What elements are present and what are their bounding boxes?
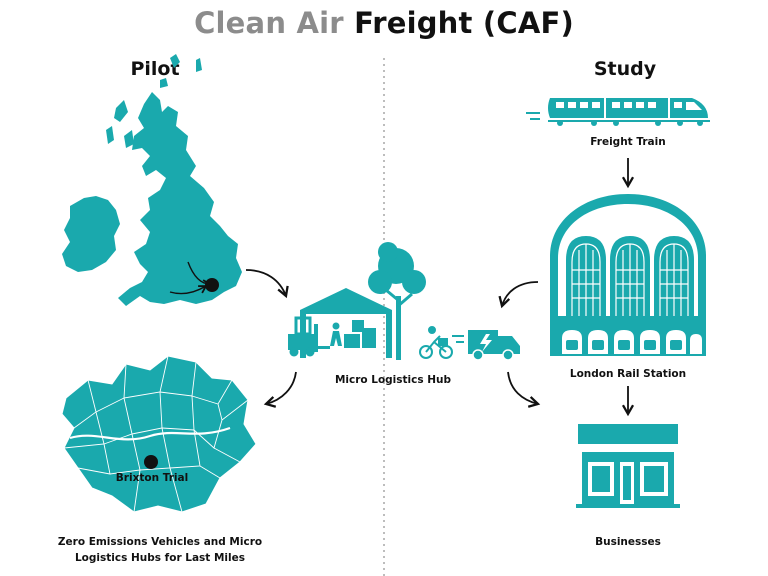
thames-river xyxy=(69,426,231,441)
worker-icon xyxy=(330,322,342,346)
businesses-label: Businesses xyxy=(595,536,661,548)
zev-caption-line-2: Logistics Hubs for Last Miles xyxy=(74,552,246,564)
train-icon xyxy=(526,98,710,126)
uk-flow-arrow-2 xyxy=(169,285,208,295)
title-part-1: Clean Air xyxy=(194,6,344,40)
london-rail-station-label: London Rail Station xyxy=(569,368,687,380)
cyclist-icon xyxy=(419,326,453,359)
page-title: Clean Air Freight (CAF) xyxy=(0,6,768,40)
station-icon xyxy=(550,194,706,356)
london-marker xyxy=(205,278,219,292)
london-map-icon xyxy=(61,355,257,513)
forklift-icon xyxy=(288,316,330,357)
brixton-marker xyxy=(144,455,158,469)
zev-caption: Zero Emissions Vehicles and Micro Logist… xyxy=(30,534,290,566)
micro-logistics-hub-label: Micro Logistics Hub xyxy=(334,374,452,386)
electric-van-icon xyxy=(468,330,520,361)
arrow-hub-to-london xyxy=(263,371,297,408)
uk-map-icon xyxy=(62,54,242,306)
arrow-uk-to-hub xyxy=(245,269,289,299)
title-part-2: Freight (CAF) xyxy=(354,6,574,40)
arrow-station-to-hub xyxy=(498,281,539,309)
warehouse-icon xyxy=(300,288,392,358)
freight-train-label: Freight Train xyxy=(590,136,666,148)
speed-lines xyxy=(452,335,464,343)
tree-icon xyxy=(368,242,426,360)
arrow-hub-to-businesses xyxy=(507,371,541,408)
shop-icon xyxy=(576,424,680,508)
study-heading: Study xyxy=(593,58,657,80)
pilot-heading: Pilot xyxy=(130,58,180,80)
zev-caption-line-1: Zero Emissions Vehicles and Micro xyxy=(57,536,263,548)
brixton-trial-label: Brixton Trial xyxy=(115,472,189,484)
